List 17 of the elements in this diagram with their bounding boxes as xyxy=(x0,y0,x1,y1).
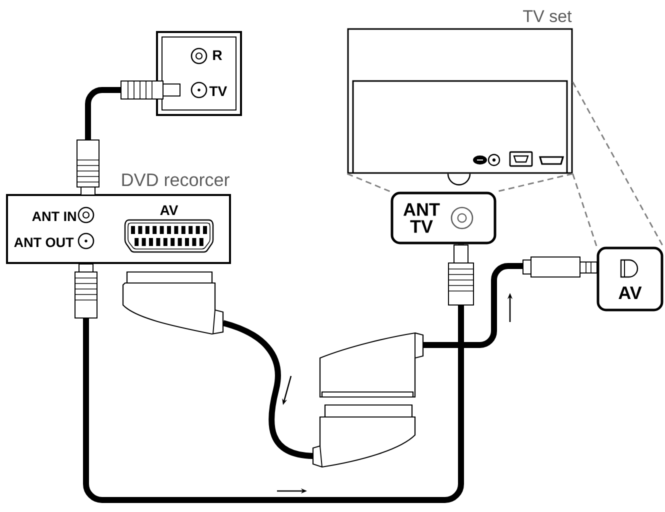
zoom-callout: ANT TV xyxy=(390,192,496,244)
zoom-line xyxy=(346,173,392,192)
device-title: DVD recorcer xyxy=(122,174,230,186)
zoom-callout: AV xyxy=(596,246,664,312)
port-label: AV xyxy=(160,205,178,215)
port-label: ANT IN xyxy=(32,212,76,221)
socket-label: R xyxy=(213,50,222,60)
scart-plug xyxy=(122,271,224,335)
zoom-line xyxy=(496,173,573,192)
scart-plug xyxy=(319,332,424,398)
zoom-line xyxy=(572,82,664,248)
device-title: TV set xyxy=(523,10,572,22)
cable xyxy=(222,320,314,459)
port-label: ANT OUT xyxy=(14,238,74,248)
zoom-line xyxy=(572,174,598,247)
socket-label: TV xyxy=(209,86,227,96)
scart-plug xyxy=(312,404,416,468)
